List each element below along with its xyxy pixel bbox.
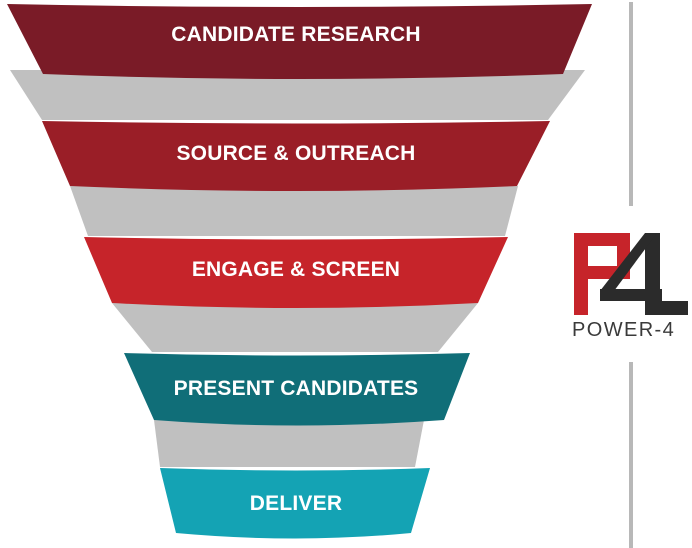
connector-3-4 — [112, 303, 478, 352]
connector-2-3 — [70, 186, 518, 236]
funnel-stages — [7, 4, 592, 539]
stage-label-deliver: DELIVER — [249, 492, 343, 515]
stage-label-candidate-research: CANDIDATE RESEARCH — [171, 23, 421, 46]
funnel-connectors — [10, 70, 585, 467]
stage-band-source-outreach — [42, 121, 550, 191]
power-4-logo-icon — [574, 233, 688, 315]
logo-wordmark: POWER-4 — [572, 319, 676, 341]
logo-divider-bottom — [629, 362, 633, 548]
stage-label-source-outreach: SOURCE & OUTREACH — [176, 142, 416, 165]
stage-label-present-candidates: PRESENT CANDIDATES — [173, 377, 419, 400]
stage-band-present-candidates — [124, 353, 470, 426]
stage-band-candidate-research — [7, 4, 592, 79]
connector-4-5 — [154, 420, 424, 467]
logo-divider-top — [629, 2, 633, 206]
stage-label-engage-screen: ENGAGE & SCREEN — [191, 258, 401, 281]
stage-band-deliver — [160, 468, 430, 539]
stage-band-engage-screen — [84, 237, 508, 308]
connector-1-2 — [10, 70, 585, 120]
